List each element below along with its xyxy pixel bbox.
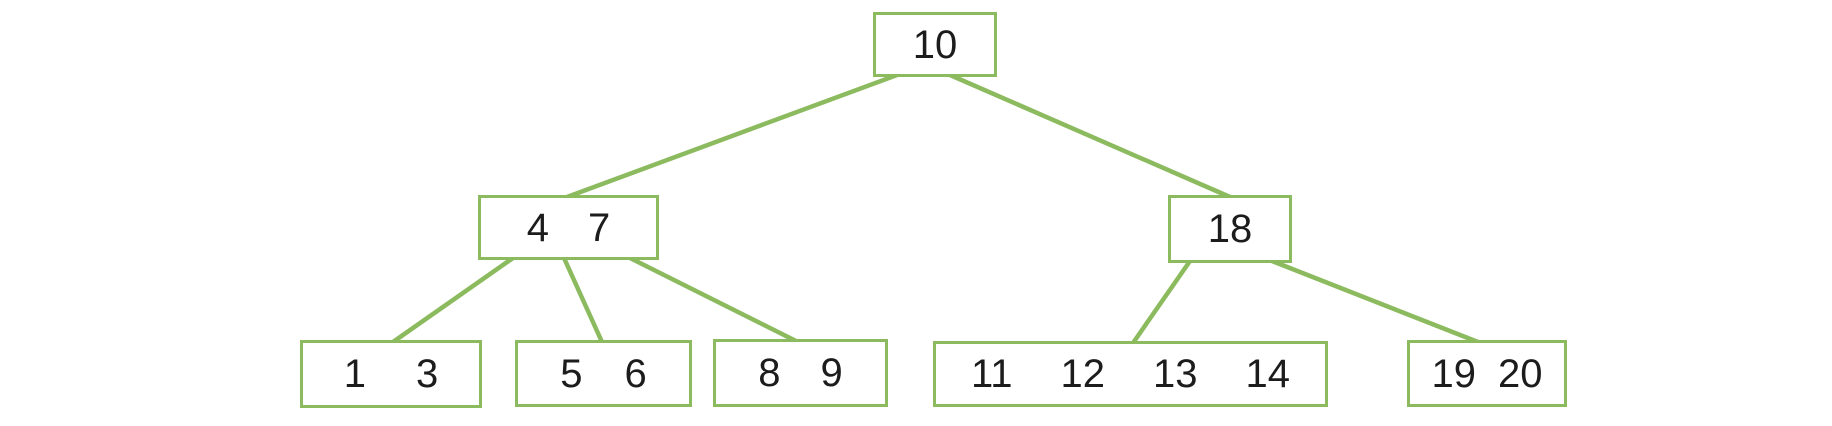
node-key: 11 <box>970 352 1013 396</box>
btree-node-leaf-3: 8 9 <box>713 339 888 407</box>
node-key: 18 <box>1207 207 1253 251</box>
node-key: 3 <box>416 352 439 396</box>
btree-node-internal-left: 4 7 <box>478 195 659 260</box>
node-key: 8 <box>758 351 781 395</box>
edge-internal-right-to-leaf-4 <box>1131 259 1192 345</box>
btree-node-leaf-2: 5 6 <box>515 340 692 407</box>
btree-node-leaf-4: 11 12 13 14 <box>933 341 1328 407</box>
btree-node-internal-right: 18 <box>1168 195 1292 263</box>
node-key: 14 <box>1245 352 1291 396</box>
edge-internal-left-to-leaf-1 <box>391 256 515 344</box>
node-key: 10 <box>912 22 958 67</box>
btree-node-leaf-1: 1 3 <box>300 340 482 408</box>
edge-internal-left-to-leaf-2 <box>561 257 605 343</box>
node-key: 4 <box>526 205 549 250</box>
node-key: 13 <box>1153 352 1198 396</box>
node-key: 20 <box>1498 351 1543 396</box>
edge-root-to-internal-left <box>566 72 898 200</box>
node-key: 19 <box>1431 351 1477 396</box>
edge-internal-right-to-leaf-5 <box>1271 258 1479 345</box>
edge-internal-left-to-leaf-3 <box>628 255 800 345</box>
btree-node-root: 10 <box>873 12 997 77</box>
node-key: 9 <box>820 351 843 395</box>
node-key: 6 <box>624 351 647 396</box>
edge-root-to-internal-right <box>949 72 1231 200</box>
node-key: 5 <box>560 351 583 396</box>
node-key: 1 <box>343 352 366 396</box>
btree-node-leaf-5: 19 20 <box>1407 340 1567 407</box>
node-key: 7 <box>588 205 611 250</box>
node-key: 12 <box>1060 352 1106 396</box>
